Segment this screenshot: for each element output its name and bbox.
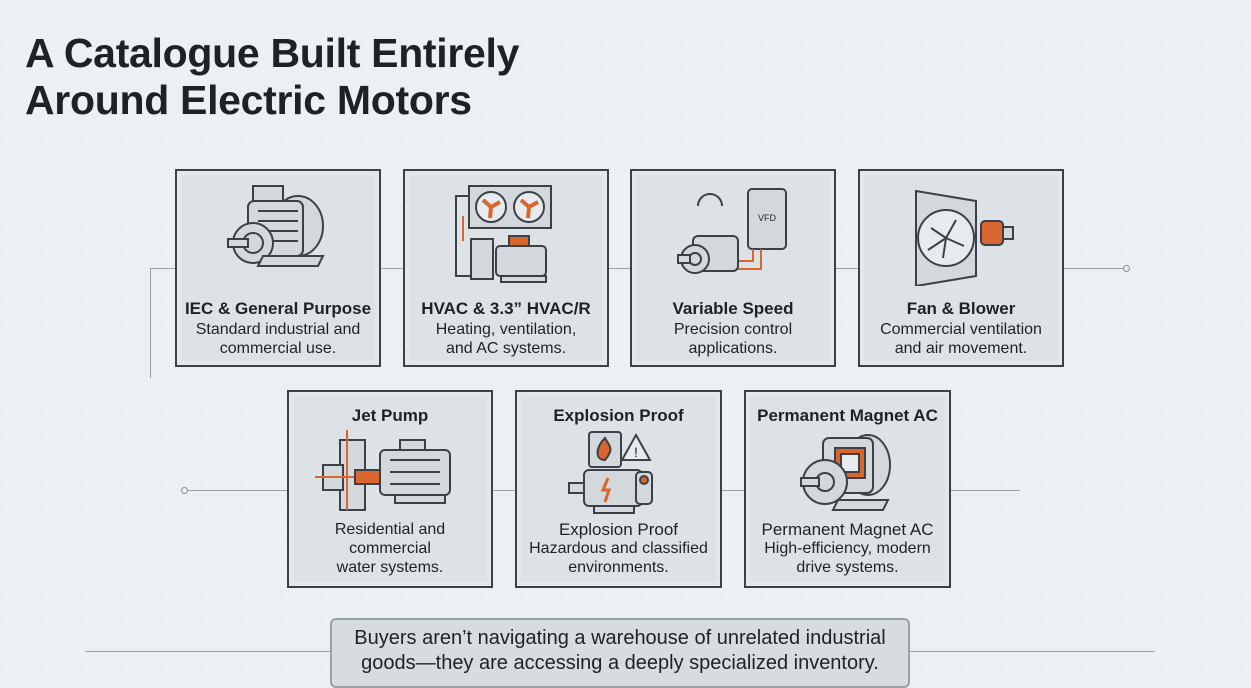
category-title: Explosion Proof (553, 406, 684, 425)
category-title: HVAC & 3.3” HVAC/R (421, 299, 591, 318)
fan-icon (860, 181, 1062, 286)
page-title: A Catalogue Built Entirely Around Electr… (25, 30, 519, 124)
category-title: Jet Pump (351, 406, 429, 425)
title-line-2: Around Electric Motors (25, 77, 472, 123)
electric-motor-icon (177, 181, 379, 286)
category-title: IEC & General Purpose (184, 299, 372, 318)
title-line-1: A Catalogue Built Entirely (25, 30, 520, 76)
connector-dot (1123, 265, 1130, 272)
summary-callout: Buyers aren’t navigating a warehouse of … (330, 618, 910, 688)
explosion-proof-motor-icon: ! (517, 430, 720, 515)
pm-motor-icon (746, 430, 949, 515)
connector-dot (181, 487, 188, 494)
connector-vertical (150, 268, 151, 378)
svg-text:VFD: VFD (758, 213, 777, 223)
category-description: Heating, ventilation,and AC systems. (435, 321, 577, 357)
pump-icon (289, 430, 491, 515)
category-card-iec[interactable]: IEC & General Purpose Standard industria… (175, 169, 381, 367)
summary-line-2: goods—they are accessing a deeply specia… (361, 652, 879, 674)
vfd-motor-icon: VFD (632, 181, 834, 286)
hvac-icon (405, 181, 607, 286)
svg-text:!: ! (634, 444, 638, 460)
category-card-hvac[interactable]: HVAC & 3.3” HVAC/R Heating, ventilation,… (403, 169, 609, 367)
summary-line-1: Buyers aren’t navigating a warehouse of … (354, 627, 886, 649)
category-title: Variable Speed (672, 299, 794, 318)
category-title: Fan & Blower (906, 299, 1016, 318)
category-title: Permanent Magnet AC (757, 406, 938, 425)
